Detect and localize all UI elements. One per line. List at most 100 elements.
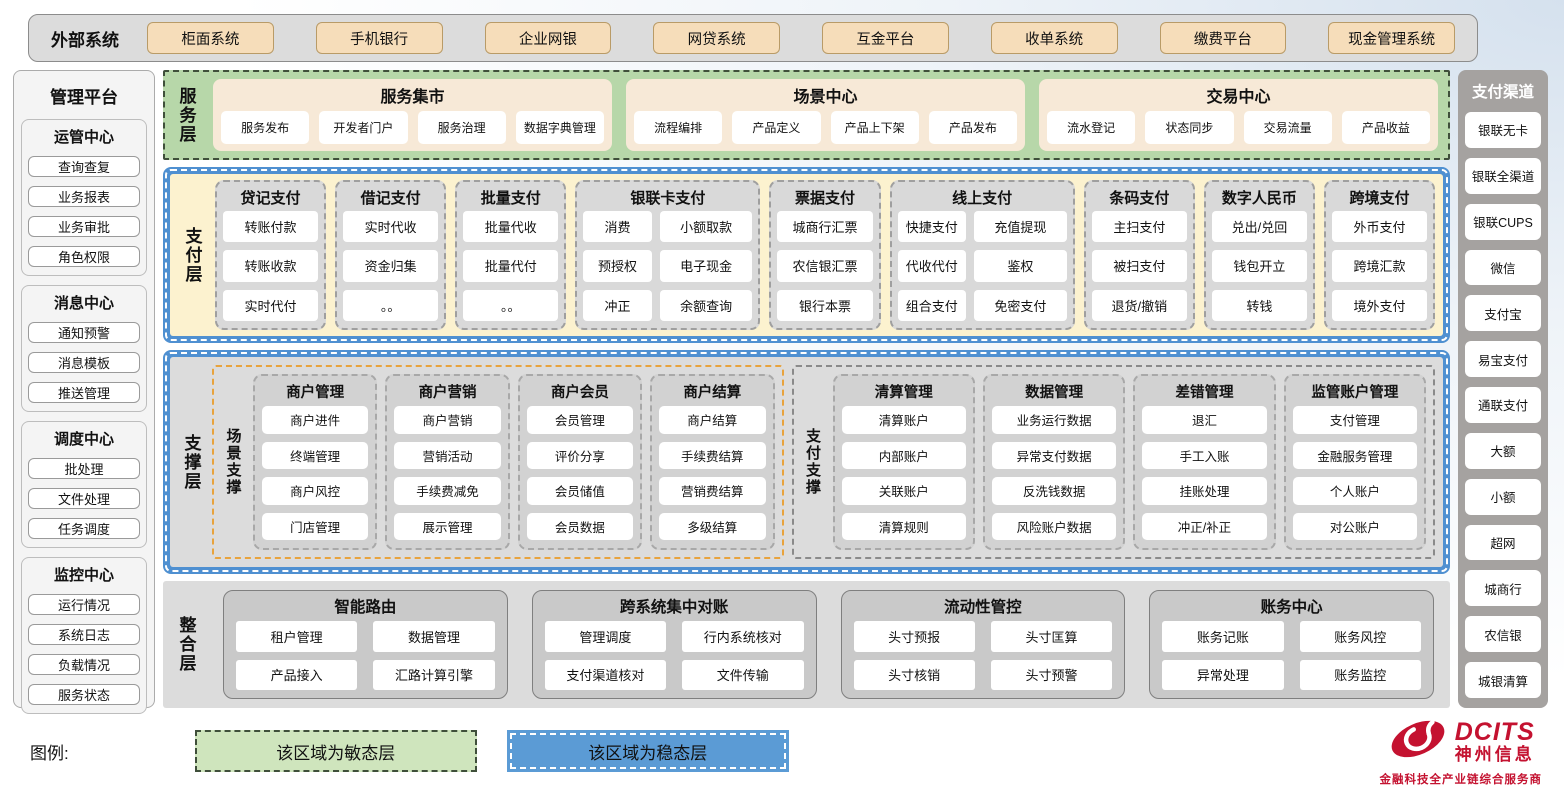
external-system-button[interactable]: 手机银行 — [315, 22, 443, 54]
integration-item-button[interactable]: 行内系统核对 — [682, 621, 804, 652]
payment-item-button[interactable]: 充值提现 — [974, 211, 1067, 243]
management-item-button[interactable]: 推送管理 — [28, 382, 140, 403]
payment-item-button[interactable]: 农信银汇票 — [777, 250, 873, 282]
service-item-button[interactable]: 服务发布 — [221, 111, 310, 144]
service-item-button[interactable]: 产品上下架 — [830, 111, 919, 144]
management-item-button[interactable]: 运行情况 — [28, 594, 140, 615]
management-item-button[interactable]: 负载情况 — [28, 654, 140, 675]
payment-channel-button[interactable]: 农信银 — [1465, 616, 1541, 653]
payment-item-button[interactable]: 批量代付 — [463, 250, 559, 282]
payment-item-button[interactable]: 兑出/兑回 — [1211, 211, 1307, 243]
payment-channel-button[interactable]: 城银清算 — [1465, 662, 1541, 698]
payment-item-button[interactable]: 被扫支付 — [1091, 250, 1187, 282]
payment-item-button[interactable]: 代收代付 — [897, 250, 967, 282]
payment-item-button[interactable]: 实时代收 — [343, 211, 439, 243]
integration-item-button[interactable]: 头寸核销 — [853, 659, 975, 690]
service-item-button[interactable]: 开发者门户 — [319, 111, 408, 144]
support-item-button[interactable]: 清算规则 — [841, 512, 966, 540]
external-system-button[interactable]: 现金管理系统 — [1328, 22, 1455, 54]
integration-item-button[interactable]: 文件传输 — [682, 659, 804, 690]
support-item-button[interactable]: 支付管理 — [1292, 406, 1418, 434]
service-item-button[interactable]: 流程编排 — [634, 111, 723, 144]
support-item-button[interactable]: 终端管理 — [262, 441, 369, 469]
support-item-button[interactable]: 会员数据 — [526, 512, 634, 540]
integration-item-button[interactable]: 头寸预警 — [990, 659, 1113, 690]
payment-channel-button[interactable]: 小额 — [1465, 478, 1541, 515]
integration-item-button[interactable]: 管理调度 — [544, 621, 667, 652]
payment-item-button[interactable]: 组合支付 — [897, 289, 967, 321]
management-item-button[interactable]: 查询查复 — [28, 156, 140, 177]
service-item-button[interactable]: 流水登记 — [1047, 111, 1136, 144]
support-item-button[interactable]: 营销费结算 — [659, 477, 766, 505]
payment-channel-button[interactable]: 微信 — [1465, 249, 1541, 286]
support-item-button[interactable]: 冲正/补正 — [1142, 512, 1267, 540]
integration-item-button[interactable]: 产品接入 — [236, 659, 358, 690]
integration-item-button[interactable]: 账务记账 — [1162, 621, 1284, 652]
support-item-button[interactable]: 会员储值 — [526, 477, 634, 505]
integration-item-button[interactable]: 账务风控 — [1299, 621, 1421, 652]
payment-item-button[interactable]: 实时代付 — [223, 289, 319, 321]
payment-channel-button[interactable]: 大额 — [1465, 432, 1541, 469]
support-item-button[interactable]: 商户营销 — [394, 406, 501, 434]
payment-channel-button[interactable]: 银联全渠道 — [1465, 157, 1541, 194]
support-item-button[interactable]: 挂账处理 — [1142, 477, 1267, 505]
integration-item-button[interactable]: 账务监控 — [1299, 659, 1421, 690]
service-item-button[interactable]: 服务治理 — [417, 111, 506, 144]
integration-item-button[interactable]: 异常处理 — [1162, 659, 1284, 690]
payment-item-button[interactable]: 小额取款 — [659, 211, 753, 243]
management-item-button[interactable]: 文件处理 — [28, 488, 140, 509]
payment-item-button[interactable]: 跨境汇款 — [1331, 250, 1428, 282]
management-item-button[interactable]: 角色权限 — [28, 246, 140, 267]
support-item-button[interactable]: 手续费减免 — [394, 477, 501, 505]
support-item-button[interactable]: 商户结算 — [659, 406, 766, 434]
service-item-button[interactable]: 交易流量 — [1243, 111, 1332, 144]
service-item-button[interactable]: 数据字典管理 — [515, 111, 604, 144]
support-item-button[interactable]: 异常支付数据 — [991, 441, 1117, 469]
management-item-button[interactable]: 通知预警 — [28, 322, 140, 343]
payment-item-button[interactable]: 快捷支付 — [897, 211, 967, 243]
support-item-button[interactable]: 商户进件 — [262, 406, 369, 434]
support-item-button[interactable]: 业务运行数据 — [991, 406, 1117, 434]
support-item-button[interactable]: 手工入账 — [1142, 441, 1267, 469]
management-item-button[interactable]: 服务状态 — [28, 684, 140, 705]
payment-channel-button[interactable]: 易宝支付 — [1465, 341, 1541, 378]
integration-item-button[interactable]: 头寸匡算 — [990, 621, 1113, 652]
payment-item-button[interactable]: 钱包开立 — [1211, 250, 1307, 282]
payment-item-button[interactable]: 转账收款 — [223, 250, 319, 282]
management-item-button[interactable]: 业务审批 — [28, 216, 140, 237]
integration-item-button[interactable]: 头寸预报 — [853, 621, 975, 652]
support-item-button[interactable]: 展示管理 — [394, 512, 501, 540]
payment-channel-button[interactable]: 支付宝 — [1465, 295, 1541, 332]
integration-item-button[interactable]: 支付渠道核对 — [544, 659, 667, 690]
management-item-button[interactable]: 批处理 — [28, 458, 140, 479]
external-system-button[interactable]: 柜面系统 — [147, 22, 274, 54]
support-item-button[interactable]: 会员管理 — [526, 406, 634, 434]
payment-item-button[interactable]: 银行本票 — [777, 289, 873, 321]
payment-item-button[interactable]: 免密支付 — [974, 289, 1067, 321]
payment-item-button[interactable]: 。。 — [343, 289, 439, 321]
support-item-button[interactable]: 关联账户 — [841, 477, 966, 505]
support-item-button[interactable]: 营销活动 — [394, 441, 501, 469]
external-system-button[interactable]: 网贷系统 — [653, 22, 780, 54]
support-item-button[interactable]: 反洗钱数据 — [991, 477, 1117, 505]
support-item-button[interactable]: 内部账户 — [841, 441, 966, 469]
support-item-button[interactable]: 清算账户 — [841, 406, 966, 434]
payment-item-button[interactable]: 预授权 — [583, 250, 652, 282]
integration-item-button[interactable]: 数据管理 — [373, 621, 495, 652]
payment-item-button[interactable]: 。。 — [463, 289, 559, 321]
payment-item-button[interactable]: 冲正 — [583, 289, 652, 321]
integration-item-button[interactable]: 汇路计算引擎 — [373, 659, 495, 690]
payment-item-button[interactable]: 外币支付 — [1331, 211, 1428, 243]
support-item-button[interactable]: 金融服务管理 — [1292, 441, 1418, 469]
payment-item-button[interactable]: 余额查询 — [659, 289, 753, 321]
external-system-button[interactable]: 企业网银 — [484, 22, 612, 54]
support-item-button[interactable]: 门店管理 — [262, 512, 369, 540]
service-item-button[interactable]: 产品收益 — [1341, 111, 1430, 144]
payment-item-button[interactable]: 资金归集 — [343, 250, 439, 282]
payment-channel-button[interactable]: 超网 — [1465, 524, 1541, 561]
payment-item-button[interactable]: 境外支付 — [1331, 289, 1428, 321]
management-item-button[interactable]: 系统日志 — [28, 624, 140, 645]
payment-item-button[interactable]: 转账付款 — [223, 211, 319, 243]
support-item-button[interactable]: 对公账户 — [1292, 512, 1418, 540]
payment-channel-button[interactable]: 银联无卡 — [1465, 112, 1541, 148]
